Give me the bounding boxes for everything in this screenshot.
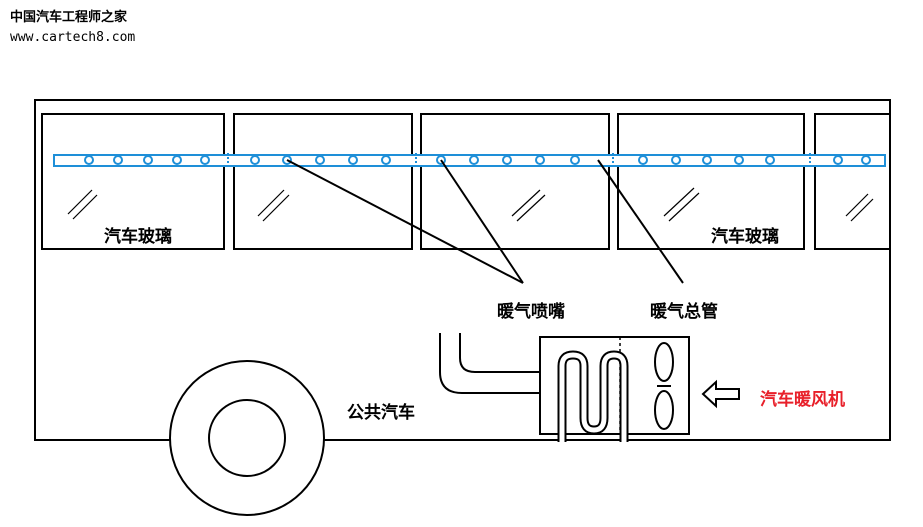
nozzle — [861, 155, 871, 165]
nozzle — [833, 155, 843, 165]
nozzle — [765, 155, 775, 165]
heater-unit — [539, 336, 690, 442]
nozzle — [250, 155, 260, 165]
watermark-url: www.cartech8.com — [10, 30, 136, 45]
heating-nozzles — [84, 155, 871, 165]
nozzle — [381, 155, 391, 165]
nozzle — [469, 155, 479, 165]
label-heater: 汽车暖风机 — [760, 389, 845, 410]
glass-reflections — [67, 187, 874, 222]
leader-lines — [286, 159, 684, 284]
heater-duct — [439, 333, 540, 394]
pipe-joints — [227, 153, 811, 168]
watermark-site-name: 中国汽车工程师之家 — [10, 10, 128, 25]
wheel — [169, 360, 325, 516]
nozzle — [535, 155, 545, 165]
nozzle — [200, 155, 210, 165]
fan-icon — [654, 342, 674, 430]
nozzle — [638, 155, 648, 165]
nozzle — [113, 155, 123, 165]
nozzle — [702, 155, 712, 165]
window-5 — [814, 113, 891, 250]
nozzle — [84, 155, 94, 165]
window-3 — [420, 113, 610, 250]
label-nozzle: 暖气喷嘴 — [497, 301, 565, 322]
window-4 — [617, 113, 805, 250]
nozzle — [172, 155, 182, 165]
nozzle — [315, 155, 325, 165]
nozzle — [671, 155, 681, 165]
window-2 — [233, 113, 413, 250]
nozzle — [348, 155, 358, 165]
label-glass-left: 汽车玻璃 — [104, 226, 172, 247]
nozzle — [143, 155, 153, 165]
windows — [41, 113, 891, 250]
arrow-left-icon — [701, 379, 740, 409]
label-bus: 公共汽车 — [347, 402, 415, 423]
nozzle — [502, 155, 512, 165]
nozzle — [570, 155, 580, 165]
label-main-pipe: 暖气总管 — [650, 301, 718, 322]
label-glass-right: 汽车玻璃 — [711, 226, 779, 247]
nozzle — [734, 155, 744, 165]
window-1 — [41, 113, 225, 250]
